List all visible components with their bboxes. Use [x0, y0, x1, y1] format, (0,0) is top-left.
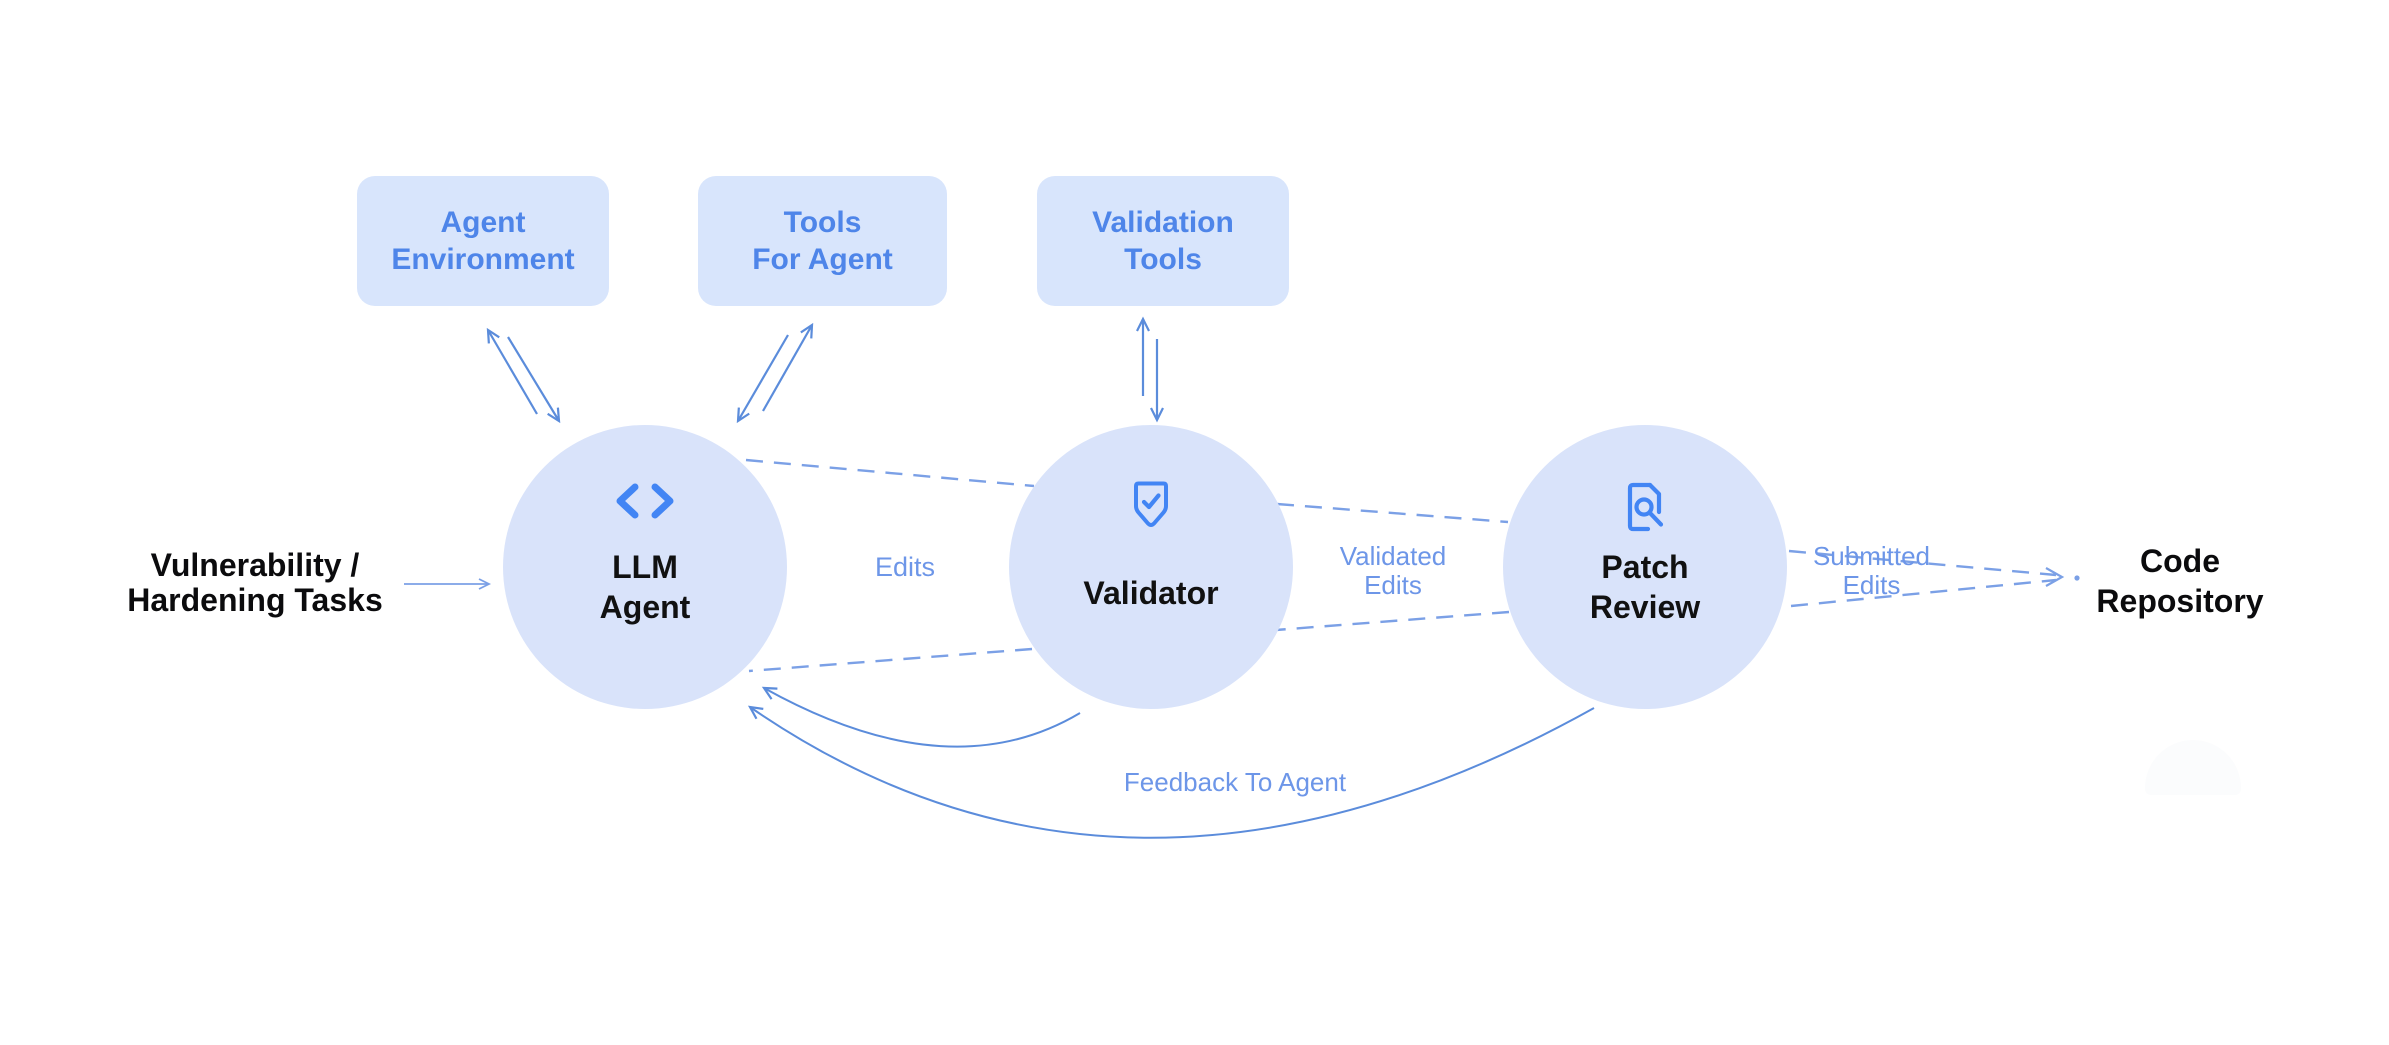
validation-tools-box: Validation Tools [1037, 176, 1289, 306]
code-repository-label: Code Repository [2060, 541, 2300, 621]
code-icon [613, 483, 677, 524]
submitted-edits-flow-label: Submitted Edits [1794, 542, 1949, 600]
patch-review-node: Patch Review [1503, 425, 1787, 709]
validator-node: Validator [1009, 425, 1293, 709]
agent-environment-label-line2: Environment [391, 243, 575, 276]
validated-edits-line2: Edits [1364, 570, 1422, 600]
patch-review-label-line1: Patch [1601, 549, 1689, 585]
agent-environment-label-line1: Agent [440, 206, 526, 239]
tasks-label-line2: Hardening Tasks [127, 582, 383, 618]
validation-tools-label-line2: Tools [1124, 243, 1202, 276]
submitted-edits-dashed-line-top [1788, 549, 2057, 577]
tools-for-agent-label-line1: Tools [783, 206, 862, 239]
llm-agent-label-line2: Agent [599, 589, 691, 625]
validated-edits-line1: Validated [1339, 541, 1447, 571]
submitted-edits-line1: Submitted [1812, 541, 1931, 571]
patch-review-label: Patch Review [1503, 547, 1787, 627]
validation-tools-label-line1: Validation [1092, 206, 1234, 239]
submitted-edits-dashed-line-bottom [1790, 578, 2057, 608]
validator-feedback-curve [761, 686, 1081, 748]
repo-arrowhead-icon [2045, 567, 2065, 587]
submitted-edits-line2: Edits [1842, 570, 1901, 600]
llm-agent-node: LLM Agent [503, 425, 787, 709]
vulnerability-hardening-tasks-label: Vulnerability / Hardening Tasks [95, 548, 415, 618]
agent-environment-box: Agent Environment [357, 176, 609, 306]
validated-edits-dashed-line-top [1276, 502, 1509, 524]
tools-for-agent-label-line2: For Agent [752, 243, 893, 276]
repo-arrow-dot [2074, 575, 2080, 581]
edits-dashed-line-top [745, 458, 1035, 488]
arrow-from-tools-for-agent [736, 334, 789, 424]
arrow-from-agent-environment [507, 336, 561, 424]
document-search-icon [1621, 481, 1669, 538]
tools-for-agent-box: Tools For Agent [698, 176, 947, 306]
patch-review-feedback-curve [747, 705, 1595, 839]
validated-edits-flow-label: Validated Edits [1320, 542, 1466, 600]
edits-flow-label: Edits [874, 552, 936, 582]
code-repository-label-line1: Code [2140, 543, 2220, 579]
validator-label-line1: Validator [1083, 575, 1219, 611]
arrow-to-tools-for-agent [762, 322, 814, 412]
shield-check-icon [1131, 480, 1171, 535]
feedback-to-agent-label: Feedback To Agent [1123, 767, 1347, 797]
patch-review-label-line2: Review [1589, 589, 1701, 625]
validator-label: Validator [1009, 573, 1293, 613]
tasks-label-line1: Vulnerability / [150, 547, 360, 583]
edits-dashed-line-bottom [748, 647, 1033, 673]
arrow-to-agent-environment [486, 327, 538, 415]
llm-agent-label: LLM Agent [503, 547, 787, 627]
validated-edits-dashed-line-bottom [1275, 610, 1510, 632]
code-repository-label-line2: Repository [2096, 583, 2264, 619]
llm-agent-label-line1: LLM [612, 549, 678, 585]
